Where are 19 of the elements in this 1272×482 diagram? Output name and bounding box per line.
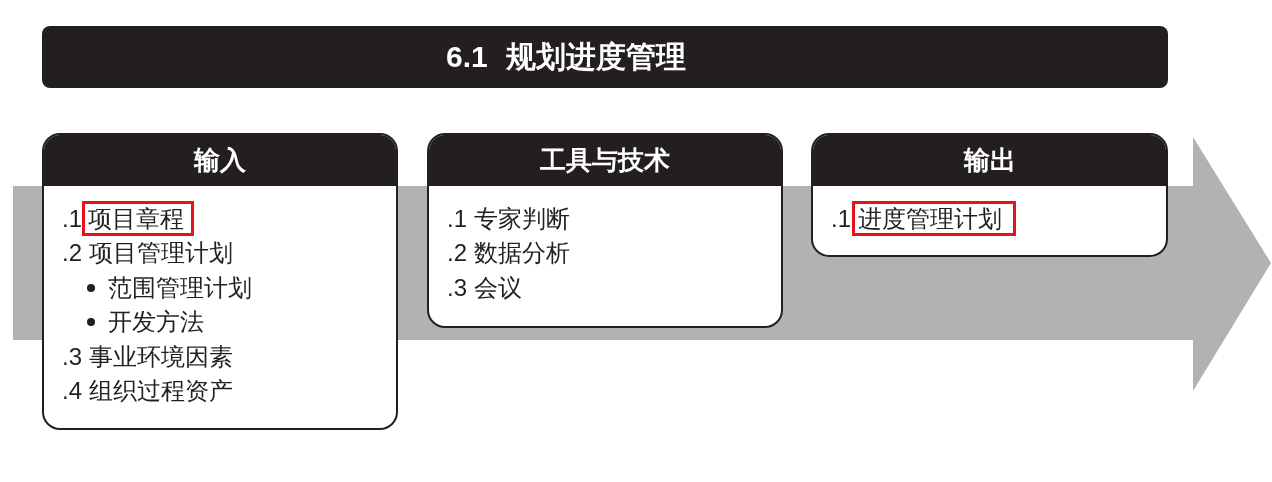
list-item: .2 项目管理计划 [62,238,233,268]
header-bar: 工具与技术 [429,135,781,186]
list-item: .3 事业环境因素 [62,341,233,372]
list-item: .4 组织过程资产 [62,376,233,406]
header-bar: 输出 [813,135,1166,186]
list-item: 开发方法 [108,307,204,337]
list-card [42,133,398,430]
list-card [811,133,1168,257]
header-bar: 输入 [44,135,396,186]
highlight-frame: 进度管理计划 [852,201,1016,236]
list-item: .1 [831,203,851,234]
list-card [427,133,783,328]
list-item: .3 会议 [447,272,522,303]
list-item: .1 [62,203,82,234]
list-item: 范围管理计划 [108,272,252,303]
list-item: .1 专家判断 [447,203,570,234]
highlight-frame: 项目章程 [82,201,194,236]
list-item: .2 数据分析 [447,238,570,268]
title-bar: 6.1 规划进度管理 [42,26,1168,88]
